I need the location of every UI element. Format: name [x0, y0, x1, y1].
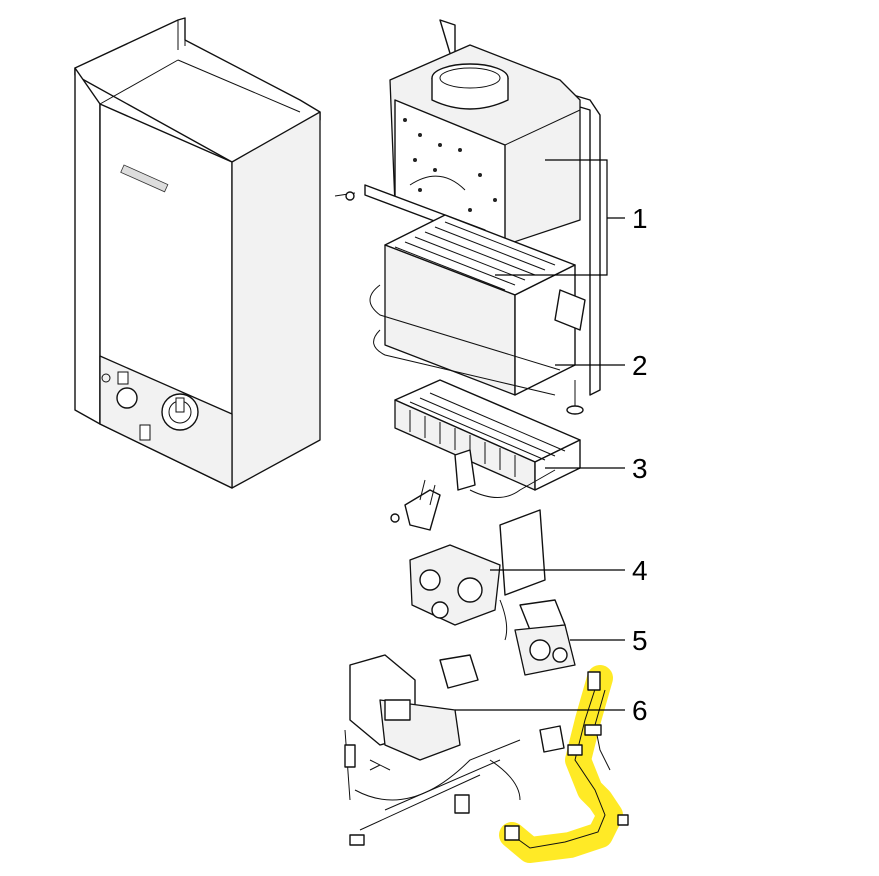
water-valve — [409, 509, 546, 641]
casing-logo — [120, 164, 169, 193]
leader-lines — [455, 159, 625, 711]
callout-4: 4 — [632, 555, 648, 586]
control-box — [349, 654, 565, 761]
burner-assembly — [394, 379, 581, 498]
highlighted-cable — [499, 665, 629, 863]
callout-3: 3 — [632, 453, 648, 484]
callout-5: 5 — [632, 625, 648, 656]
callout-labels: 1 2 3 4 5 6 — [632, 203, 648, 726]
callout-2: 2 — [632, 350, 648, 381]
flue-hood-assembly — [334, 19, 601, 415]
gas-valve — [514, 599, 576, 676]
rivets — [403, 118, 497, 212]
wiring-harness — [344, 729, 521, 846]
front-casing — [74, 17, 321, 489]
ignition-electrode — [390, 479, 441, 531]
callout-6: 6 — [632, 695, 648, 726]
power-switch-icon — [116, 387, 138, 409]
callout-1: 1 — [632, 203, 648, 234]
